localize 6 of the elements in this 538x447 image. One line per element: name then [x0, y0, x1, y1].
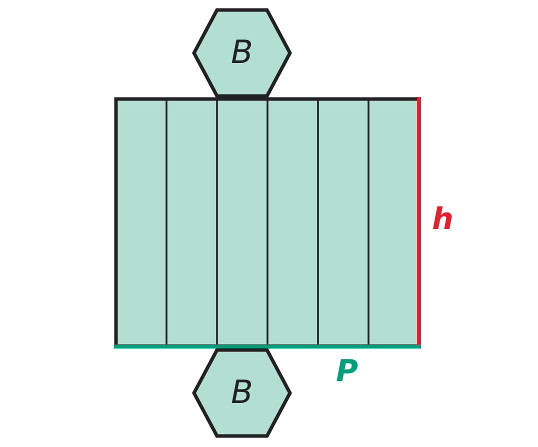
perimeter-label: P: [336, 355, 358, 389]
height-label: h: [432, 203, 454, 237]
hexagon-face: [192, 8, 292, 98]
hexagon-face: [192, 348, 292, 438]
face-label: B: [230, 372, 254, 412]
face-label: B: [230, 32, 254, 72]
